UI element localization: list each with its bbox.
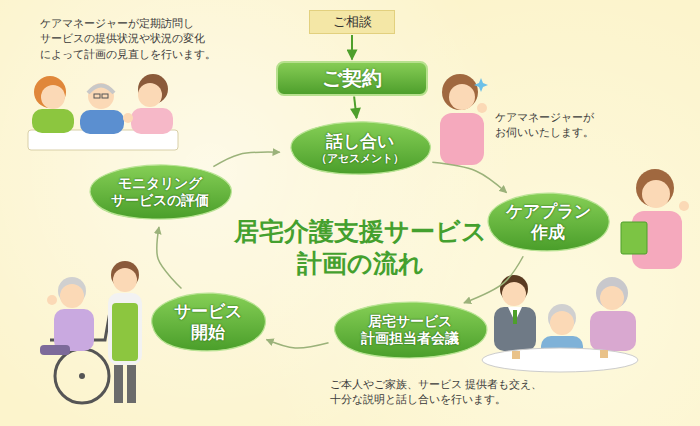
care-manager-figure	[449, 84, 475, 110]
service-scene	[40, 345, 70, 355]
flow-arrow	[351, 35, 353, 60]
node-text: ケアプラン 作成	[500, 201, 596, 244]
visit-scene	[94, 94, 100, 98]
meeting-scene	[482, 348, 638, 372]
process-leaf: サービス 開始	[146, 290, 270, 354]
care-plan-figure	[621, 169, 689, 269]
meeting-scene	[513, 310, 517, 324]
node-text: ご契約	[322, 66, 382, 91]
service-scene	[79, 373, 85, 379]
cycle-arrow	[157, 227, 182, 288]
meeting-scene	[550, 311, 574, 335]
node-text: ご相談	[333, 14, 372, 30]
meeting-scene	[494, 307, 536, 351]
node-text: 話し合い	[326, 131, 394, 152]
diagram-title: 居宅介護支援サービス 計画の流れ	[220, 216, 500, 281]
node-text: サービス 開始	[164, 301, 252, 344]
visit-scene	[102, 94, 108, 98]
leaf-shape	[488, 193, 609, 251]
visit-scene	[80, 110, 124, 134]
visit-scene	[123, 113, 133, 123]
process-leaf: 居宅サービス 計画担当者会議	[327, 299, 493, 361]
service-scene	[40, 261, 142, 403]
note-text: ケアマネージャーが定期訪問し サービスの提供状況や状況の変化 によって計画の見直…	[40, 16, 230, 62]
service-scene	[55, 349, 109, 403]
visit-scene	[131, 108, 173, 134]
care-plan-figure	[642, 180, 670, 208]
service-scene	[47, 295, 57, 305]
visit-scene	[28, 74, 178, 150]
flow-arrow	[354, 96, 356, 118]
service-scene	[114, 365, 123, 403]
meeting-scene	[600, 350, 608, 358]
care-plan-figure	[621, 222, 647, 254]
node-text: （アセスメント）	[316, 152, 404, 166]
node-text: 居宅サービス 計画担当者会議	[345, 313, 475, 348]
meeting-scene	[590, 311, 636, 351]
visit-scene	[34, 76, 66, 108]
leaf-shape	[90, 165, 231, 219]
care-manager-figure	[440, 74, 488, 165]
leaf-shape	[152, 293, 266, 351]
process-leaf: モニタリング サービスの評価	[83, 162, 237, 222]
care-plan-figure	[636, 169, 674, 207]
visit-scene	[41, 85, 65, 109]
visit-scene	[138, 83, 162, 107]
cycle-arrow	[464, 256, 523, 303]
service-scene	[54, 309, 94, 351]
service-scene	[113, 268, 137, 292]
service-scene	[60, 284, 84, 308]
care-manager-figure	[442, 74, 478, 110]
meeting-scene	[596, 277, 628, 309]
care-plan-figure	[679, 201, 689, 211]
care-manager-figure	[440, 113, 484, 165]
service-scene	[127, 365, 136, 403]
leaf-shape	[335, 302, 487, 358]
visit-scene	[88, 83, 114, 109]
visit-scene	[88, 86, 114, 94]
node-text: モニタリング サービスの評価	[101, 175, 219, 210]
service-scene	[108, 293, 142, 365]
note-text: ケアマネージャーが お伺いいたします。	[495, 110, 613, 141]
start-box: ご相談	[309, 10, 395, 34]
care-manager-figure	[477, 103, 487, 113]
process-leaf: ケアプラン 作成	[482, 190, 614, 254]
service-scene	[112, 303, 138, 361]
meeting-scene	[600, 286, 624, 310]
cycle-arrow	[266, 339, 328, 348]
meeting-scene	[482, 275, 638, 372]
leaf-shape	[291, 122, 430, 174]
contract-box: ご契約	[276, 61, 428, 96]
visit-scene	[32, 109, 74, 133]
cycle-arrow	[432, 162, 506, 192]
meeting-scene	[512, 351, 520, 359]
care-manager-figure	[474, 78, 488, 92]
note-text: ご本人やご家族、サービス 提供者も交え、十分な説明と話し合いを行います。	[330, 377, 598, 408]
meeting-scene	[502, 282, 526, 306]
cycle-arrow	[213, 152, 279, 167]
process-leaf: 話し合い（アセスメント）	[284, 119, 436, 177]
